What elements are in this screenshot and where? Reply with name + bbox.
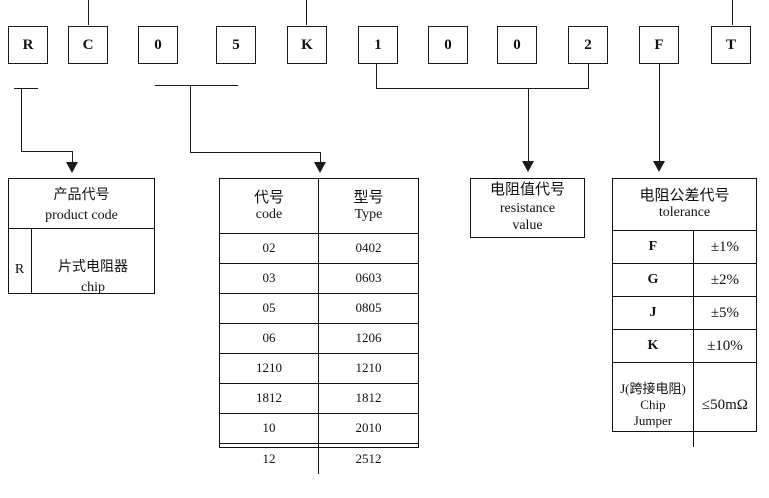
tolerance-cell-value: ±2% xyxy=(710,271,740,288)
size-code-header-code: 代号 code xyxy=(220,179,319,233)
table-row: 10 2010 xyxy=(220,414,418,444)
connector-2-horizontal xyxy=(190,152,320,153)
connector-3-drop xyxy=(528,88,529,163)
resistance-value-en-line2: value xyxy=(512,218,543,234)
tolerance-cell-code: G xyxy=(613,264,694,296)
tolerance-header-cell: 电阻公差代号 tolerance xyxy=(613,179,756,230)
connector-1-arrow xyxy=(66,162,78,173)
stub-line-above-box-2 xyxy=(88,0,89,25)
table-row: J ±5% xyxy=(613,297,756,330)
connector-4-arrow xyxy=(653,161,665,172)
tolerance-cell-value: ±1% xyxy=(710,238,740,255)
size-code-cell-code: 1210 xyxy=(220,354,319,383)
table-row: F ±1% xyxy=(613,231,756,264)
tolerance-cell-value: ±10% xyxy=(707,337,743,354)
table-row: G ±2% xyxy=(613,264,756,297)
product-code-header-text: 产品代号 product code xyxy=(8,186,155,227)
size-code-table: 代号 code 型号 Type 02 0402 03 0603 05 0805 … xyxy=(219,178,419,474)
size-code-header-type-cn: 型号 xyxy=(353,189,384,206)
size-code-cell-type: 1812 xyxy=(355,390,382,406)
size-code-cell-type: 0402 xyxy=(355,240,382,256)
size-code-cell-type: 1206 xyxy=(355,330,382,346)
connector-3-bridge xyxy=(376,88,589,89)
tolerance-cell-value: ≤50mΩ xyxy=(701,396,748,413)
table-row: J(跨接电阻) Chip Jumper ≤50mΩ xyxy=(613,363,756,447)
code-box-10[interactable]: F xyxy=(639,26,679,64)
table-row: 03 0603 xyxy=(220,264,418,294)
size-code-cell-code: 03 xyxy=(220,264,319,293)
size-code-header-type: 型号 Type xyxy=(319,179,418,233)
size-code-cell-type: 2512 xyxy=(355,450,382,466)
tolerance-table: 电阻公差代号 tolerance F ±1% G ±2% J ±5% K ±10… xyxy=(612,178,757,447)
code-box-3[interactable]: 0 xyxy=(138,26,178,64)
product-code-table xyxy=(8,178,155,294)
product-code-table-row xyxy=(9,229,154,293)
product-code-header-en: product code xyxy=(45,208,118,224)
size-code-header-code-cn: 代号 xyxy=(253,189,284,206)
table-row: 02 0402 xyxy=(220,234,418,264)
connector-1-vertical xyxy=(21,88,22,151)
product-code-header-cn: 产品代号 xyxy=(53,188,110,203)
size-code-cell-type: 0805 xyxy=(355,300,382,316)
connector-2-drop xyxy=(320,152,321,164)
code-box-8[interactable]: 0 xyxy=(497,26,537,64)
connector-3-right-riser xyxy=(588,64,589,88)
table-row: K ±10% xyxy=(613,330,756,363)
tolerance-header-cn: 电阻公差代号 xyxy=(639,188,730,205)
size-code-cell-type: 0603 xyxy=(355,270,382,286)
size-code-cell-code: 12 xyxy=(220,444,319,474)
table-row: 05 0805 xyxy=(220,294,418,324)
connector-2-vertical xyxy=(190,85,191,152)
table-row: 1210 1210 xyxy=(220,354,418,384)
size-code-cell-type: 2010 xyxy=(355,420,382,436)
size-code-header-type-en: Type xyxy=(354,206,383,222)
resistance-value-en-line1: resistance xyxy=(499,200,556,216)
size-code-header-row: 代号 code 型号 Type xyxy=(220,179,418,234)
tolerance-cell-code: J xyxy=(613,297,694,329)
stub-line-above-box-5 xyxy=(306,0,307,25)
size-code-cell-code: 06 xyxy=(220,324,319,353)
resistance-value-cn: 电阻值代号 xyxy=(489,182,565,199)
size-code-cell-code: 1812 xyxy=(220,384,319,413)
code-box-4[interactable]: 5 xyxy=(216,26,256,64)
tolerance-cell-code: K xyxy=(613,330,694,362)
code-box-2[interactable]: C xyxy=(68,26,108,64)
connector-4-drop xyxy=(659,64,660,163)
size-code-header-code-en: code xyxy=(255,206,283,222)
tolerance-header-row: 电阻公差代号 tolerance xyxy=(613,179,756,231)
product-code-desc-text: 片式电阻器 chip xyxy=(31,258,155,299)
connector-1-top-bar xyxy=(14,88,38,89)
connector-3-arrow xyxy=(522,161,534,172)
connector-3-left-riser xyxy=(376,64,377,88)
code-box-9[interactable]: 2 xyxy=(568,26,608,64)
resistance-value-box: 电阻值代号 resistance value xyxy=(470,178,585,238)
code-box-1[interactable]: R xyxy=(8,26,48,64)
tolerance-header-en: tolerance xyxy=(658,205,711,221)
tolerance-cell-code: F xyxy=(613,231,694,263)
table-row: 1812 1812 xyxy=(220,384,418,414)
resistance-value-inner: 电阻值代号 resistance value xyxy=(471,179,584,237)
size-code-cell-code: 02 xyxy=(220,234,319,263)
tolerance-cell-value: ±5% xyxy=(710,304,740,321)
connector-1-drop xyxy=(72,151,73,164)
code-box-11[interactable]: T xyxy=(711,26,751,64)
size-code-cell-type: 1210 xyxy=(355,360,382,376)
product-code-desc-cn: 片式电阻器 xyxy=(58,260,128,275)
product-code-desc-en: chip xyxy=(80,280,106,296)
stub-line-above-box-11 xyxy=(732,0,733,25)
connector-2-arrow xyxy=(314,162,326,173)
table-row: 06 1206 xyxy=(220,324,418,354)
product-code-table-header-row xyxy=(9,179,154,229)
product-code-value-r: R xyxy=(14,262,25,277)
size-code-cell-code: 10 xyxy=(220,414,319,443)
table-row: 12 2512 xyxy=(220,444,418,474)
size-code-cell-code: 05 xyxy=(220,294,319,323)
connector-2-top-bar xyxy=(155,85,238,86)
code-box-5[interactable]: K xyxy=(287,26,327,64)
tolerance-cell-code: J(跨接电阻) Chip Jumper xyxy=(613,363,694,447)
code-box-6[interactable]: 1 xyxy=(358,26,398,64)
product-code-cell-code xyxy=(9,229,32,293)
code-box-7[interactable]: 0 xyxy=(428,26,468,64)
connector-1-horizontal xyxy=(21,151,72,152)
